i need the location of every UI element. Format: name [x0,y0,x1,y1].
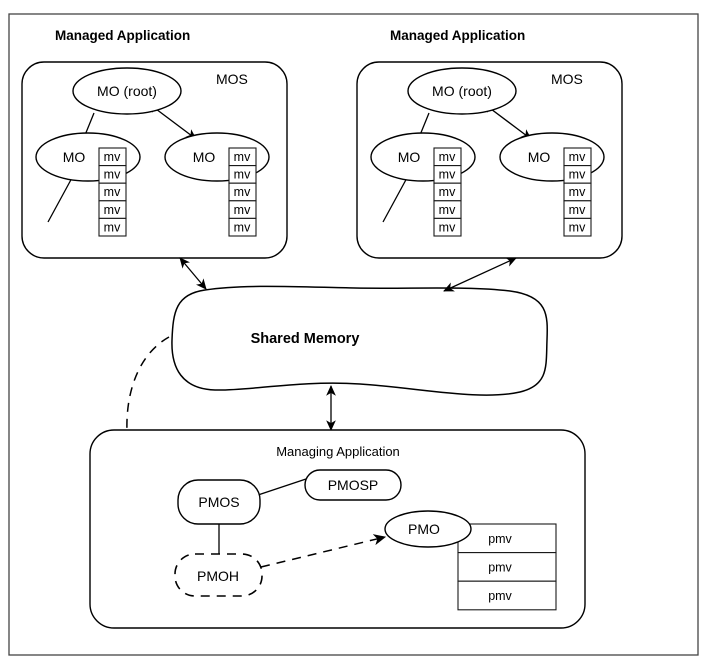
mv-stack-right-1: mv mv mv mv mv [433,147,462,237]
mv-label: mv [104,185,121,199]
mo-root-ellipse-left [72,67,182,115]
mv-cell [563,217,592,237]
managing-app-label: Managing Application [276,444,400,459]
mv-label: mv [439,203,456,217]
mos-container-left [21,61,288,259]
mv-label: mv [104,150,121,164]
edge-pmoh-to-pmo-dashed [260,534,387,568]
mo-label-left-2: MO [193,149,216,165]
mv-label: mv [104,220,121,234]
managed-app-right-title: Managed Application [390,28,525,43]
shared-memory-label: Shared Memory [251,331,360,347]
pmo-ellipse [384,510,472,548]
pmos-label: PMOS [198,494,239,510]
mo-root-ellipse-right [407,67,517,115]
mv-label: mv [234,220,251,234]
pmosp-label: PMOSP [328,477,379,493]
mv-label: mv [234,150,251,164]
pmv-table: pmv pmv pmv [457,523,557,611]
pmoh-node [174,553,263,597]
edge-pmos-to-pmosp [257,478,307,496]
edge-mo-left-stub-r [382,175,409,223]
mv-stack-left-1: mv mv mv mv mv [98,147,127,237]
mv-cell [228,217,257,237]
mv-label: mv [569,220,586,234]
mv-label: mv [234,203,251,217]
pmv-cell [457,580,557,611]
mv-cell [98,217,127,237]
mv-label: mv [569,203,586,217]
pmos-node [177,479,261,525]
edge-right-app-to-shared [443,257,517,292]
mv-label: mv [104,168,121,182]
mo-label-right-2: MO [528,149,551,165]
pmoh-label: PMOH [197,568,239,584]
managed-app-left-title: Managed Application [55,28,190,43]
edge-mo-left-stub-l [47,175,74,223]
mo-root-label-left: MO (root) [97,83,157,99]
mv-label: mv [234,185,251,199]
mo-root-label-right: MO (root) [432,83,492,99]
mv-label: mv [569,168,586,182]
mv-label: mv [569,185,586,199]
edge-left-app-to-shared [179,257,207,290]
pmv-label: pmv [488,561,512,575]
mo-label-right-1: MO [398,149,421,165]
shared-memory-blob [171,285,548,396]
mv-label: mv [439,185,456,199]
mos-label-right: MOS [551,71,583,87]
pmosp-node [304,469,402,501]
mv-label: mv [234,168,251,182]
mv-label: mv [439,220,456,234]
mv-cell [433,217,462,237]
pmo-label: PMO [408,521,440,537]
mo-label-left-1: MO [63,149,86,165]
pmv-label: pmv [488,532,512,546]
mos-label-left: MOS [216,71,248,87]
mv-label: mv [569,150,586,164]
outer-frame [8,13,699,656]
mv-stack-left-2: mv mv mv mv mv [228,147,257,237]
pmv-label: pmv [488,589,512,603]
mv-stack-right-2: mv mv mv mv mv [563,147,592,237]
mv-label: mv [439,168,456,182]
mv-label: mv [104,203,121,217]
mv-label: mv [439,150,456,164]
